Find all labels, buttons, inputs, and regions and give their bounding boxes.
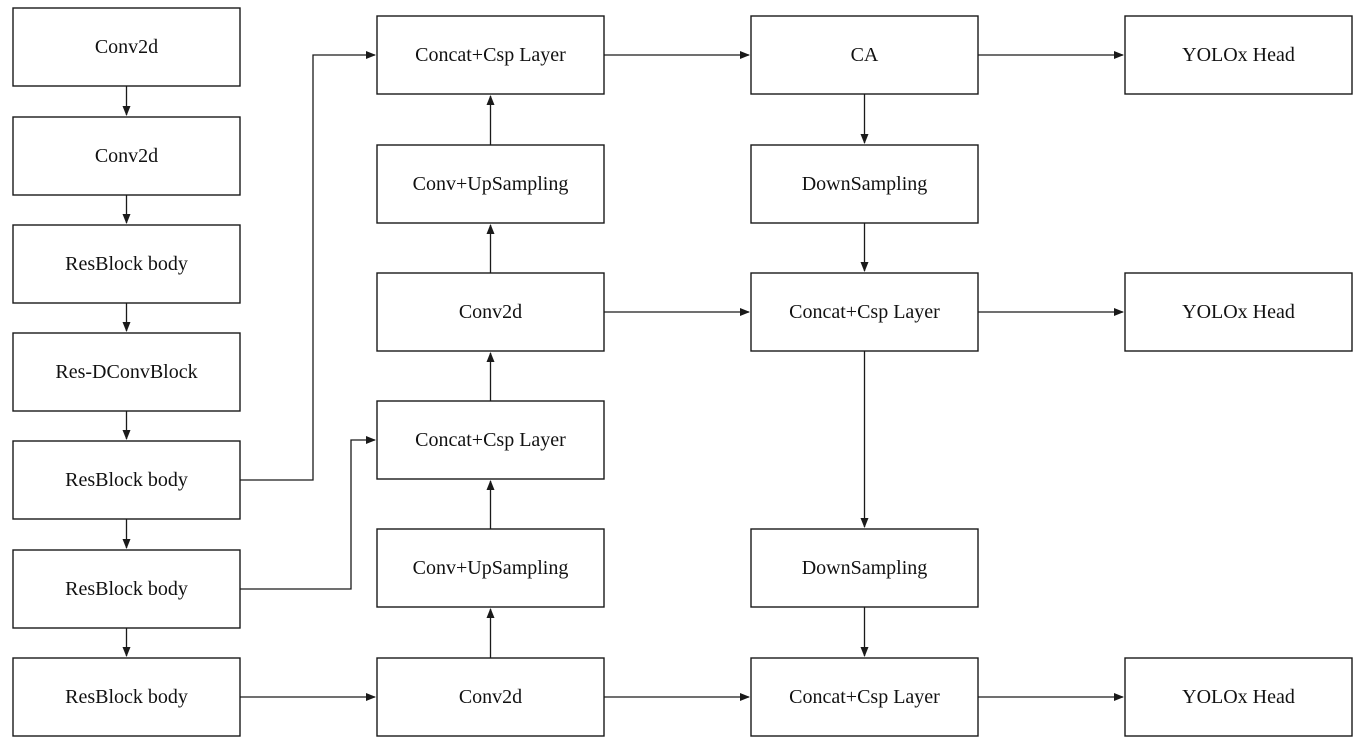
neck-up-conv-upsampling-bottom-label: Conv+UpSampling <box>413 557 569 579</box>
edge-resblock3-to-concat-mid <box>240 436 376 590</box>
neck-down-ca-label: CA <box>851 44 879 66</box>
backbone-resblock-3-box: ResBlock body <box>12 549 241 629</box>
edge-resblock2-to-concat-top <box>240 51 376 481</box>
neck-up-conv2d-mid-label: Conv2d <box>459 301 522 323</box>
backbone-res-dconv-box: Res-DConvBlock <box>12 332 241 412</box>
neck-down-ca-box: CA <box>750 15 979 95</box>
head-mid-label: YOLOx Head <box>1182 301 1295 323</box>
backbone-resblock-4-label: ResBlock body <box>65 686 188 708</box>
neck-down-downsampling-bottom-label: DownSampling <box>802 557 928 579</box>
neck-down-downsampling-top-box: DownSampling <box>750 144 979 224</box>
backbone-resblock-1-label: ResBlock body <box>65 253 188 275</box>
neck-up-conv-upsampling-bottom-box: Conv+UpSampling <box>376 528 605 608</box>
backbone-res-dconv-label: Res-DConvBlock <box>55 361 197 383</box>
backbone-resblock-4-box: ResBlock body <box>12 657 241 737</box>
neck-up-conv2d-bottom-label: Conv2d <box>459 686 522 708</box>
neck-up-concat-csp-top-box: Concat+Csp Layer <box>376 15 605 95</box>
backbone-resblock-3-label: ResBlock body <box>65 578 188 600</box>
neck-up-conv-upsampling-top-label: Conv+UpSampling <box>413 173 569 195</box>
backbone-resblock-1-box: ResBlock body <box>12 224 241 304</box>
neck-up-concat-csp-top-label: Concat+Csp Layer <box>415 44 566 66</box>
backbone-resblock-2-box: ResBlock body <box>12 440 241 520</box>
head-bottom-label: YOLOx Head <box>1182 686 1295 708</box>
backbone-conv2d-2-label: Conv2d <box>95 145 158 167</box>
neck-down-concat-csp-bottom-label: Concat+Csp Layer <box>789 686 940 708</box>
neck-up-concat-csp-mid-box: Concat+Csp Layer <box>376 400 605 480</box>
neck-up-concat-csp-mid-label: Concat+Csp Layer <box>415 429 566 451</box>
backbone-resblock-2-label: ResBlock body <box>65 469 188 491</box>
backbone-conv2d-2-box: Conv2d <box>12 116 241 196</box>
backbone-conv2d-1-box: Conv2d <box>12 7 241 87</box>
head-top-box: YOLOx Head <box>1124 15 1353 95</box>
head-bottom-box: YOLOx Head <box>1124 657 1353 737</box>
neck-up-conv2d-mid-box: Conv2d <box>376 272 605 352</box>
neck-down-downsampling-top-label: DownSampling <box>802 173 928 195</box>
neck-up-conv2d-bottom-box: Conv2d <box>376 657 605 737</box>
neck-down-downsampling-bottom-box: DownSampling <box>750 528 979 608</box>
neck-down-concat-csp-mid-box: Concat+Csp Layer <box>750 272 979 352</box>
neck-down-concat-csp-mid-label: Concat+Csp Layer <box>789 301 940 323</box>
backbone-conv2d-1-label: Conv2d <box>95 36 158 58</box>
neck-down-concat-csp-bottom-box: Concat+Csp Layer <box>750 657 979 737</box>
head-mid-box: YOLOx Head <box>1124 272 1353 352</box>
neck-up-conv-upsampling-top-box: Conv+UpSampling <box>376 144 605 224</box>
head-top-label: YOLOx Head <box>1182 44 1295 66</box>
